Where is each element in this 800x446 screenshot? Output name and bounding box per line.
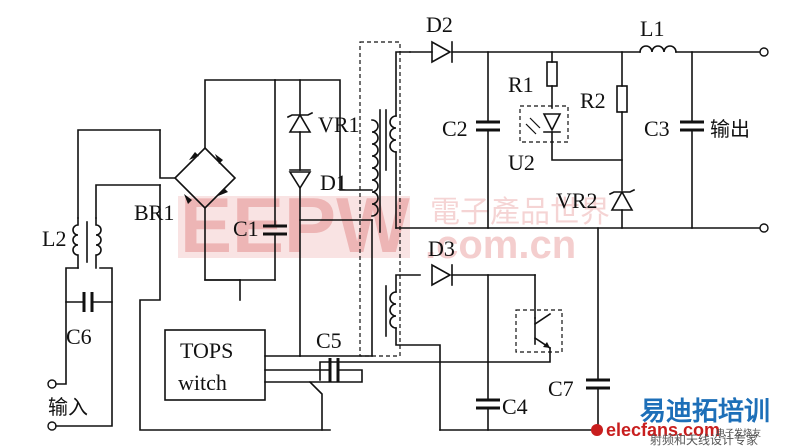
label-c7: C7 xyxy=(548,376,574,401)
label-r1: R1 xyxy=(508,72,534,97)
topswitch-label-line1: TOPS xyxy=(180,338,233,363)
label-br1: BR1 xyxy=(134,200,174,225)
label-vr2: VR2 xyxy=(556,188,598,213)
label-c3: C3 xyxy=(644,116,670,141)
bridge-rectifier-br1: BR1 xyxy=(134,79,331,431)
input-terminal-bottom xyxy=(47,421,57,431)
yidian-logo-subtitle: 射频和天线设计专家 xyxy=(650,432,758,446)
label-d1: D1 xyxy=(320,170,347,195)
output-terminal-top xyxy=(759,47,769,57)
input-terminal-top xyxy=(47,379,57,389)
topswitch-label-line2: witch xyxy=(178,370,227,395)
topswitch-ic: TOPS witch C5 xyxy=(164,328,373,431)
inductor-l2 xyxy=(72,217,79,269)
input-bulk-cap: C1 xyxy=(204,79,373,301)
label-l1: L1 xyxy=(640,16,664,41)
output-section: D2 L1 C2 R1 U2 R2 VR2 xyxy=(395,12,769,431)
label-u2: U2 xyxy=(508,150,535,175)
topswitch-box xyxy=(164,329,266,401)
label-c2: C2 xyxy=(442,116,468,141)
label-l2: L2 xyxy=(42,226,66,251)
label-vr1: VR1 xyxy=(318,112,360,137)
site-logos: elecfans.com 电子发烧友 易迪拓培训 射频和天线设计专家 xyxy=(591,397,770,446)
input-label: 输入 xyxy=(48,395,88,419)
input-filter: 输入 L2 C6 xyxy=(42,129,161,431)
yidian-logo-text: 易迪拓培训 xyxy=(640,397,770,427)
label-c5: C5 xyxy=(316,328,342,353)
label-c6: C6 xyxy=(66,324,92,349)
label-c1: C1 xyxy=(233,216,259,241)
output-terminal-bottom xyxy=(759,223,769,233)
watermark-domain: .com.cn xyxy=(425,223,576,267)
label-d2: D2 xyxy=(426,12,453,37)
clamp-vr1-d1: VR1 D1 xyxy=(286,79,373,221)
label-r2: R2 xyxy=(580,88,606,113)
elecfans-logo-icon xyxy=(591,424,603,436)
bias-feedback: D3 C4 xyxy=(319,236,599,431)
label-c4: C4 xyxy=(502,394,528,419)
label-d3: D3 xyxy=(428,236,455,261)
transformer xyxy=(299,41,441,431)
watermark-chinese: 電子產品世界 xyxy=(430,195,610,230)
elecfans-logo-text: elecfans.com xyxy=(606,420,720,440)
elecfans-logo-chinese: 电子发烧友 xyxy=(716,427,761,439)
output-label: 输出 xyxy=(710,117,750,141)
